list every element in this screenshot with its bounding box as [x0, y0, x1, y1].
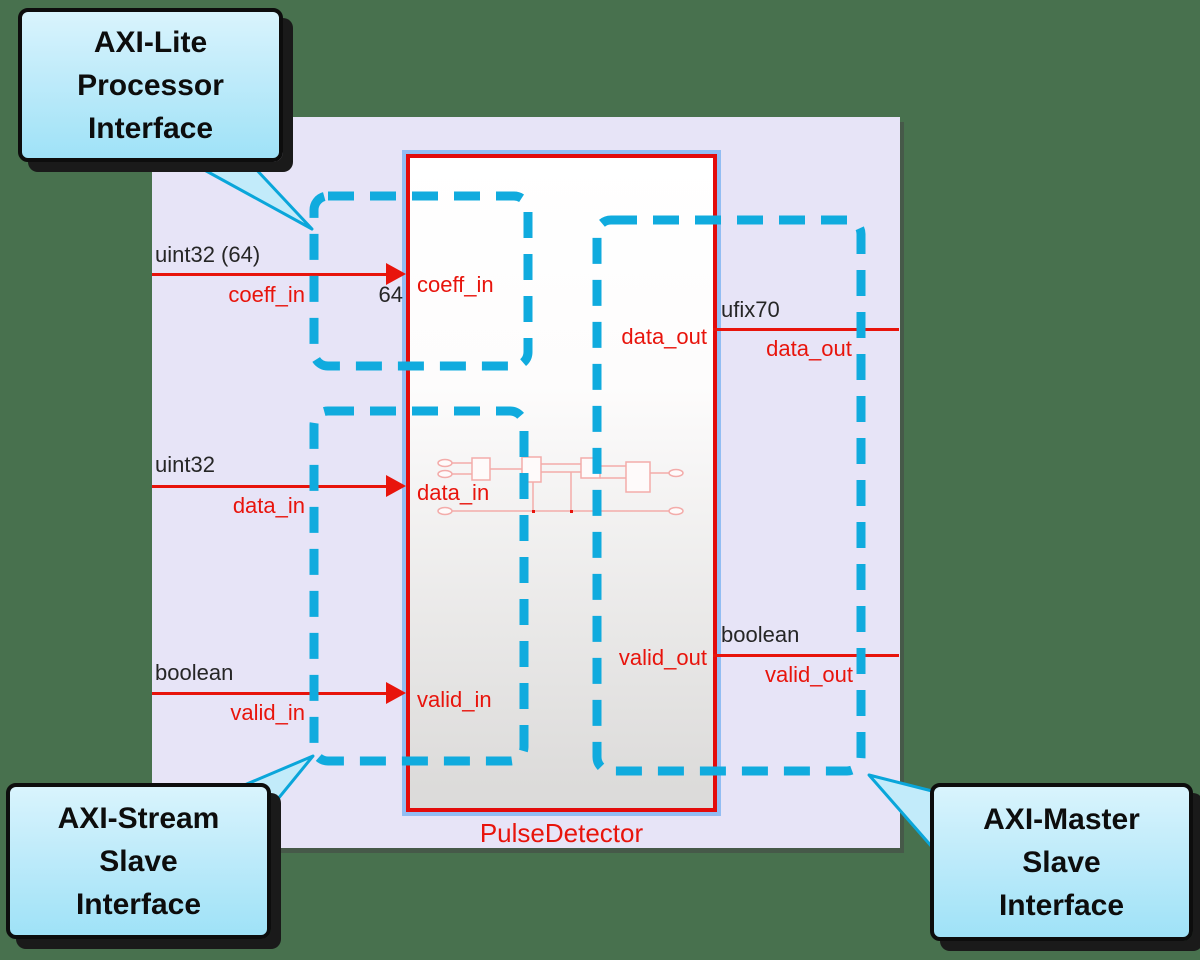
block-port-coeff-in[interactable]: coeff_in — [417, 272, 494, 297]
arrowhead-valid-in — [386, 682, 406, 704]
callout-text-line: Interface — [87, 111, 214, 145]
callout-text-line: AXI-Lite — [93, 25, 208, 59]
signal-line-valid-out[interactable] — [713, 654, 899, 657]
signal-line-data-out[interactable] — [713, 328, 899, 331]
block-port-data-in[interactable]: data_in — [417, 480, 490, 505]
callout-text-line: Interface — [75, 887, 202, 921]
callout-text-line: Slave — [99, 844, 178, 878]
axi-stream-callout[interactable]: AXI-Stream Slave Interface — [6, 783, 271, 939]
block-name-label[interactable]: PulseDetector — [479, 818, 644, 848]
bus-width-label: 64 — [378, 282, 403, 307]
datatype-label-valid-out: boolean — [721, 622, 800, 647]
signal-line-valid-in[interactable] — [152, 692, 390, 695]
callout-text-line: AXI-Master — [983, 802, 1140, 836]
signal-name-data-out: data_out — [766, 336, 852, 361]
signal-line-data-in[interactable] — [152, 485, 390, 488]
datatype-label-valid-in: boolean — [155, 660, 234, 685]
callout-text-line: AXI-Stream — [57, 801, 220, 835]
arrowhead-data-in — [386, 475, 406, 497]
signal-name-coeff-in: coeff_in — [228, 282, 305, 307]
block-port-data-out[interactable]: data_out — [621, 324, 707, 349]
callout-text-line: Processor — [77, 68, 224, 102]
axi-master-callout[interactable]: AXI-Master Slave Interface — [930, 783, 1193, 941]
signal-name-valid-out: valid_out — [764, 662, 854, 687]
signal-line-coeff-in[interactable] — [152, 273, 390, 276]
callout-text-line: Slave — [1022, 845, 1101, 879]
signal-name-valid-in: valid_in — [230, 700, 305, 725]
signal-name-data-in: data_in — [232, 493, 305, 518]
callout-text-line: Interface — [998, 888, 1125, 922]
axi-lite-callout[interactable]: AXI-Lite Processor Interface — [18, 8, 283, 162]
datatype-label-data-out: ufix70 — [721, 297, 780, 322]
datatype-label-data-in: uint32 — [155, 452, 215, 477]
datatype-label-coeff-in: uint32 (64) — [155, 242, 261, 267]
block-port-valid-in[interactable]: valid_in — [417, 687, 492, 712]
block-port-valid-out[interactable]: valid_out — [618, 645, 707, 670]
